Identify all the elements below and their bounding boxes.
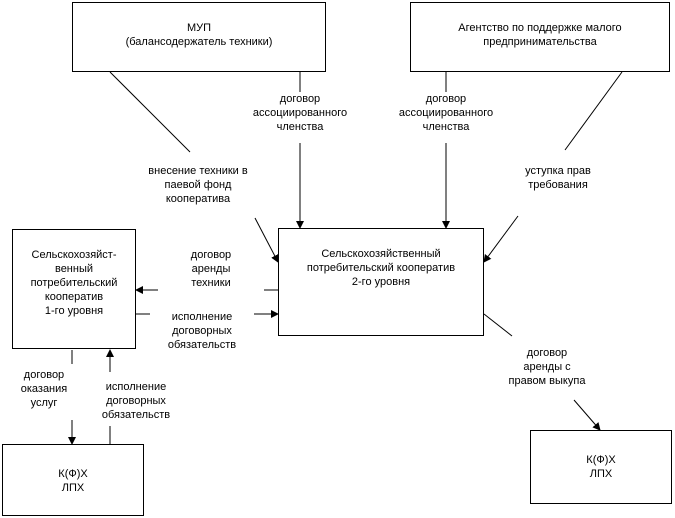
kfh-right-box-label: К(Ф)Х ЛПХ — [586, 454, 616, 480]
label-assoc-left: договор ассоциированного членства — [252, 93, 348, 133]
connector-lease-buyout-upper — [483, 313, 513, 337]
label-contribution: внесение техники в паевой фонд кооперати… — [148, 165, 248, 205]
label-performance-bottom: исполнение договорных обязательств — [101, 381, 171, 421]
connector-mup-coop2-diagonal-lower — [254, 217, 279, 263]
label-performance-mid: исполнение договорных обязательств — [167, 311, 237, 351]
label-assoc-right: договор ассоциированного членства — [398, 93, 494, 133]
connector-mup-coop2-diagonal-upper — [109, 71, 191, 153]
connector-agency-assignment-upper — [564, 71, 623, 151]
connector-lease-buyout-lower — [573, 399, 601, 431]
coop1-box: Сельскохозяйст- венный потребительский к… — [12, 229, 136, 349]
label-services: договор оказания услуг — [20, 369, 68, 409]
agency-box-label: Агентство по поддержке малого предприним… — [458, 22, 622, 48]
agency-box: Агентство по поддержке малого предприним… — [410, 2, 670, 72]
kfh-left-box-label: К(Ф)Х ЛПХ — [58, 468, 88, 494]
connector-agency-assignment-lower — [483, 215, 519, 263]
coop2-box-label: Сельскохозяйственный потребительский коо… — [306, 248, 456, 288]
mup-box: МУП (балансодержатель техники) — [72, 2, 326, 72]
label-assignment: уступка прав требования — [525, 165, 591, 191]
mup-box-label: МУП (балансодержатель техники) — [125, 22, 273, 48]
coop1-box-label: Сельскохозяйст- венный потребительский к… — [30, 249, 118, 317]
label-lease-equipment: договор аренды техники — [190, 249, 232, 289]
label-lease-buyout: договор аренды с правом выкупа — [508, 347, 586, 387]
kfh-right-box: К(Ф)Х ЛПХ — [530, 430, 672, 504]
kfh-left-box: К(Ф)Х ЛПХ — [2, 444, 144, 516]
coop2-box: Сельскохозяйственный потребительский коо… — [278, 228, 484, 336]
